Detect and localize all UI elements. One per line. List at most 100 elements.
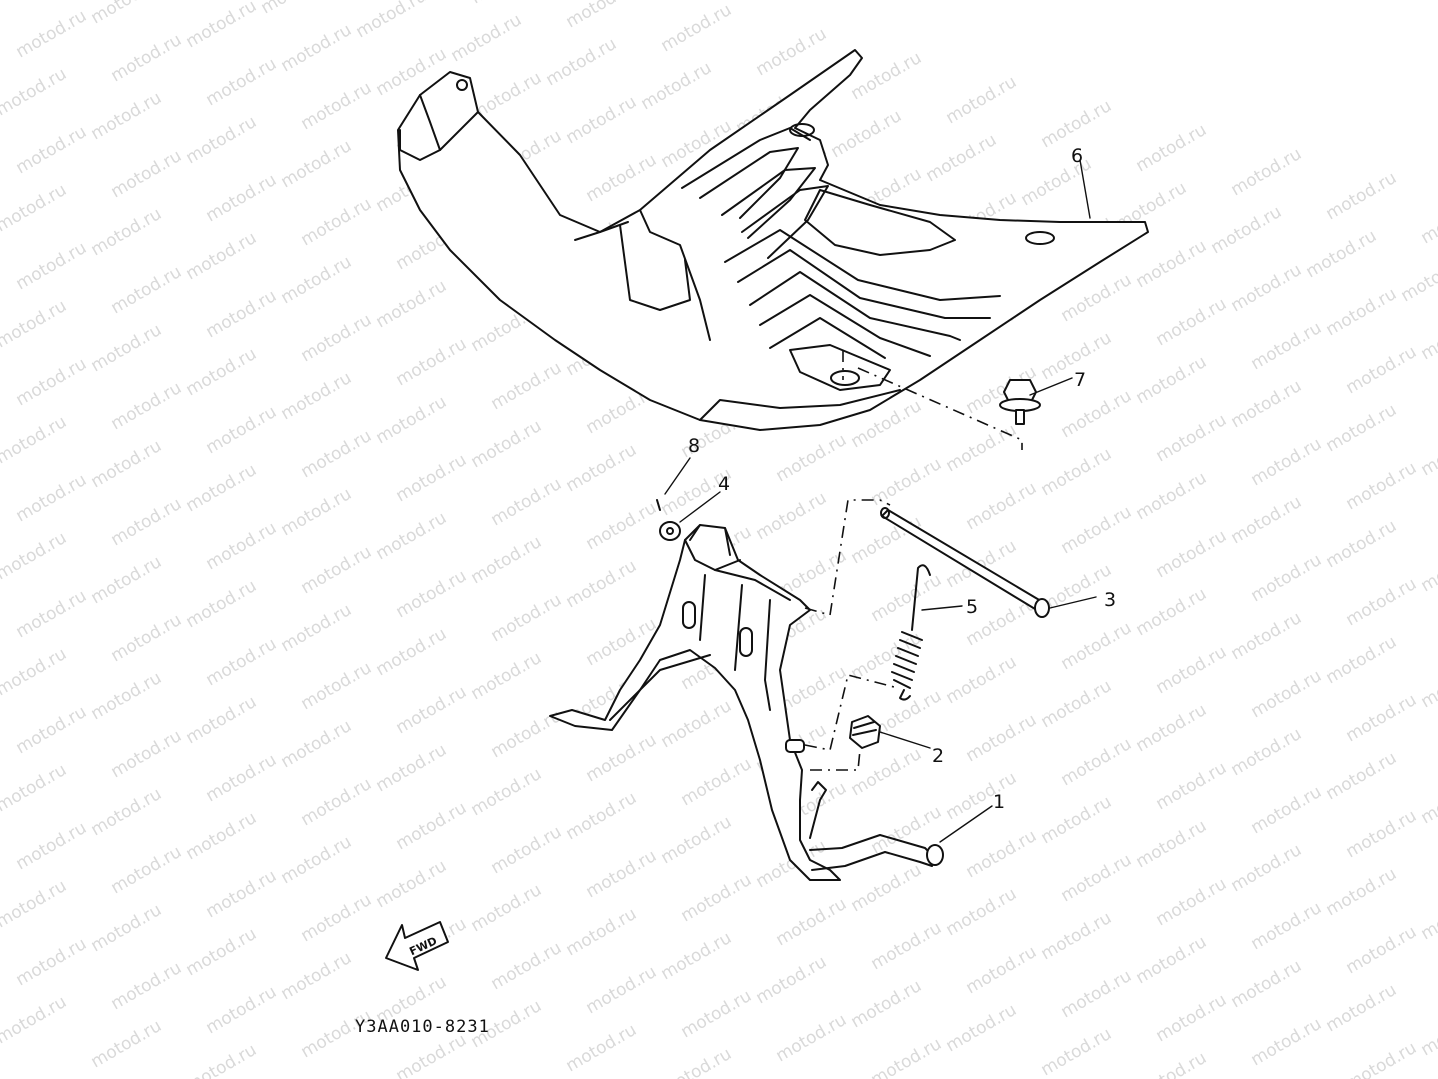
assembly-line-7 xyxy=(842,350,1023,450)
watermark-text: motod.ru xyxy=(1133,236,1211,292)
watermark-text: motod.ru xyxy=(1418,308,1438,364)
watermark-text: motod.ru xyxy=(583,846,661,902)
watermark-text: motod.ru xyxy=(1248,898,1326,954)
watermark-text: motod.ru xyxy=(563,440,641,496)
watermark-text: motod.ru xyxy=(0,992,70,1048)
watermark-text: motod.ru xyxy=(943,884,1021,940)
watermark-text: motod.ru xyxy=(298,774,376,830)
watermark-text: motod.ru xyxy=(678,986,756,1042)
watermark-text: motod.ru xyxy=(393,566,471,622)
watermark-text: motod.ru xyxy=(393,798,471,854)
watermark-text: motod.ru xyxy=(298,194,376,250)
watermark-text: motod.ru xyxy=(278,20,356,76)
watermark-text: motod.ru xyxy=(88,784,166,840)
watermark-text: motod.ru xyxy=(563,1020,641,1076)
watermark-text: motod.ru xyxy=(393,1030,471,1079)
watermark-text: motod.ru xyxy=(108,958,186,1014)
part-8-cotter-pin xyxy=(656,457,691,511)
watermark-text: motod.ru xyxy=(1038,444,1116,500)
watermark-text: motod.ru xyxy=(1038,792,1116,848)
watermark-text: motod.ru xyxy=(943,652,1021,708)
watermark-text: motod.ru xyxy=(278,948,356,1004)
watermark-text: motod.ru xyxy=(373,392,451,448)
watermark-text: motod.ru xyxy=(13,818,91,874)
watermark-text: motod.ru xyxy=(583,730,661,786)
callout-4: 4 xyxy=(718,473,730,495)
watermark-text: motod.ru xyxy=(0,180,70,236)
watermark-text: motod.ru xyxy=(278,368,356,424)
watermark-text: motod.ru xyxy=(298,426,376,482)
watermark-text: motod.ru xyxy=(1323,980,1401,1036)
watermark-text: motod.ru xyxy=(943,420,1021,476)
watermark-text: motod.ru xyxy=(563,788,641,844)
watermark-text: motod.ru xyxy=(583,150,661,206)
watermark-text: motod.ru xyxy=(468,0,546,8)
watermark-text: motod.ru xyxy=(638,58,716,114)
watermark-text: motod.ru xyxy=(1058,502,1136,558)
watermark-text: motod.ru xyxy=(183,692,261,748)
watermark-text: motod.ru xyxy=(393,682,471,738)
watermark-text: motod.ru xyxy=(1418,1004,1438,1060)
watermark-text: motod.ru xyxy=(1153,294,1231,350)
watermark-text: motod.ru xyxy=(1058,850,1136,906)
watermark-text: motod.ru xyxy=(1343,342,1421,398)
watermark-text: motod.ru xyxy=(13,6,91,62)
watermark-text: motod.ru xyxy=(203,750,281,806)
watermark-text: motod.ru xyxy=(1418,540,1438,596)
watermark-text: motod.ru xyxy=(563,904,641,960)
watermark-text: motod.ru xyxy=(468,532,546,588)
watermark-text: motod.ru xyxy=(13,238,91,294)
part-2-damper xyxy=(849,715,931,749)
watermark-text: motod.ru xyxy=(868,918,946,974)
watermark-text: motod.ru xyxy=(923,130,1001,186)
watermark-text: motod.ru xyxy=(1343,1038,1421,1079)
watermark-text: motod.ru xyxy=(108,610,186,666)
watermark-text: motod.ru xyxy=(0,0,70,4)
watermark-text: motod.ru xyxy=(848,512,926,568)
watermark-text: motod.ru xyxy=(183,112,261,168)
watermark-text: motod.ru xyxy=(278,716,356,772)
watermark-text: motod.ru xyxy=(1228,144,1306,200)
watermark-text: motod.ru xyxy=(278,484,356,540)
watermark-text: motod.ru xyxy=(488,358,566,414)
watermark-text: motod.ru xyxy=(0,412,70,468)
watermark-text: motod.ru xyxy=(868,454,946,510)
watermark-text: motod.ru xyxy=(943,72,1021,128)
watermark-text: motod.ru xyxy=(848,744,926,800)
watermark-text: motod.ru xyxy=(13,934,91,990)
diagram-code: Y3AA010-8231 xyxy=(355,1017,490,1037)
watermark-text: motod.ru xyxy=(1248,318,1326,374)
watermark-text: motod.ru xyxy=(0,528,70,584)
watermark-text: motod.ru xyxy=(373,276,451,332)
watermark-text: motod.ru xyxy=(773,894,851,950)
watermark-text: motod.ru xyxy=(658,928,736,984)
part-4-washer xyxy=(659,491,721,541)
watermark-text: motod.ru xyxy=(563,92,641,148)
watermark-text: motod.ru xyxy=(543,34,621,90)
watermark-text: motod.ru xyxy=(1343,574,1421,630)
watermark-text: motod.ru xyxy=(298,310,376,366)
watermark-text: motod.ru xyxy=(488,590,566,646)
watermark-text: motod.ru xyxy=(278,136,356,192)
watermark-text: motod.ru xyxy=(88,320,166,376)
watermark-text: motod.ru xyxy=(1343,806,1421,862)
watermark-text: motod.ru xyxy=(108,30,186,86)
watermark-text: motod.ru xyxy=(298,542,376,598)
watermark-text: motod.ru xyxy=(0,296,70,352)
watermark-text: motod.ru xyxy=(108,842,186,898)
assembly-line-2 xyxy=(810,749,861,771)
watermark-text: motod.ru xyxy=(1303,226,1381,282)
watermark-text: motod.ru xyxy=(753,952,831,1008)
watermark-text: motod.ru xyxy=(373,624,451,680)
watermark-text: motod.ru xyxy=(1248,434,1326,490)
watermark-text: motod.ru xyxy=(488,938,566,994)
watermark-text: motod.ru xyxy=(183,228,261,284)
watermark-text: motod.ru xyxy=(1058,618,1136,674)
watermark-text: motod.ru xyxy=(1248,550,1326,606)
watermark-text: motod.ru xyxy=(658,0,736,56)
watermark-text: motod.ru xyxy=(1228,492,1306,548)
watermark-text: motod.ru xyxy=(583,962,661,1018)
callout-8: 8 xyxy=(688,435,700,457)
watermark-text: motod.ru xyxy=(848,860,926,916)
watermark-text: motod.ru xyxy=(1153,990,1231,1046)
